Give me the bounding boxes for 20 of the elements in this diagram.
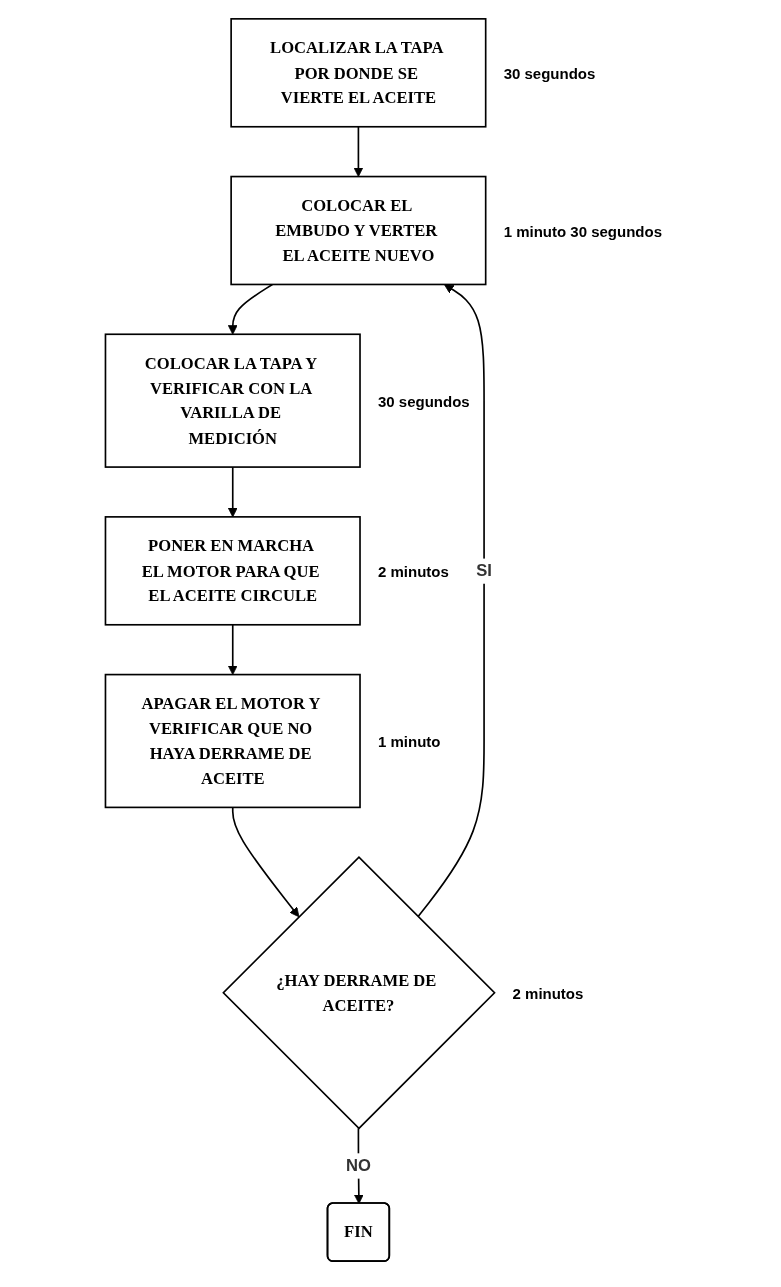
edge-label: NO <box>345 1155 371 1175</box>
arrow <box>227 466 238 518</box>
duration-text: 30 segundos <box>378 392 470 410</box>
duration-text: 2 minutos <box>512 984 584 1002</box>
arrow <box>227 283 274 335</box>
node-diamond: ¿HAY DERRAME DE ACEITE? <box>222 856 496 1130</box>
arrow <box>417 284 485 918</box>
duration-text: 2 minutos <box>378 562 449 580</box>
node-box: APAGAR EL MOTOR Y VERIFICAR QUE NO HAYA DERRAME DE ACEITE <box>104 673 361 809</box>
arrow <box>353 125 364 177</box>
node-box: LOCALIZAR LA TAPA POR DONDE SE VIERTE EL ACEITE <box>230 18 487 128</box>
node-box: COLOCAR LA TAPA Y VERIFICAR CON LA VARILLA DE MEDICIÓN <box>104 333 361 468</box>
edge-label: SI <box>476 560 492 580</box>
arrow <box>227 623 238 676</box>
arrow <box>231 806 300 918</box>
duration-text: 1 minuto 30 segundos <box>503 222 663 239</box>
duration-text: 30 segundos <box>503 64 596 82</box>
node-box: PONER EN MARCHA EL MOTOR PARA QUE EL ACEITE CIRCULE <box>104 516 361 626</box>
duration-text: 1 minuto <box>378 732 441 750</box>
node-box: COLOCAR EL EMBUDO Y VERTER EL ACEITE NUEVO <box>230 175 487 286</box>
